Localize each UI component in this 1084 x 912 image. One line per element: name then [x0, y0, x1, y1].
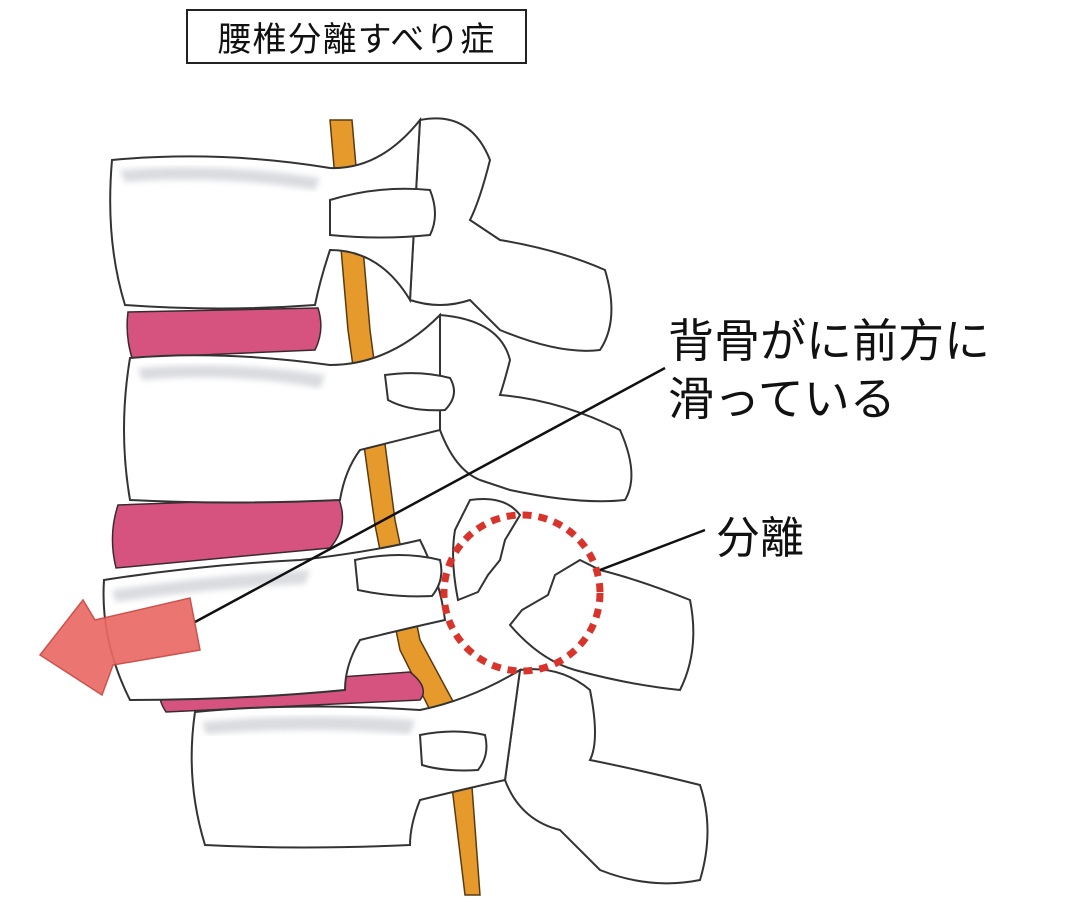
separation-leader-line: [599, 528, 706, 572]
arrow-left-icon: [38, 597, 201, 697]
vertebra-2: [123, 312, 633, 504]
dotted-circle-icon: [440, 511, 604, 675]
disc-2: [111, 496, 344, 569]
vertebra-3: [102, 498, 695, 702]
disc-1: [126, 307, 322, 359]
slip-label-line-2: 滑っている: [668, 372, 896, 426]
slip-leader-line: [194, 366, 666, 624]
vertebra-4: [190, 668, 709, 885]
vertebra-1: [109, 116, 613, 352]
separation-label: 分離: [716, 513, 804, 564]
slip-label-line-1: 背骨がに前方に: [668, 314, 990, 368]
diagram-title: 腰椎分離すべり症: [186, 9, 527, 64]
